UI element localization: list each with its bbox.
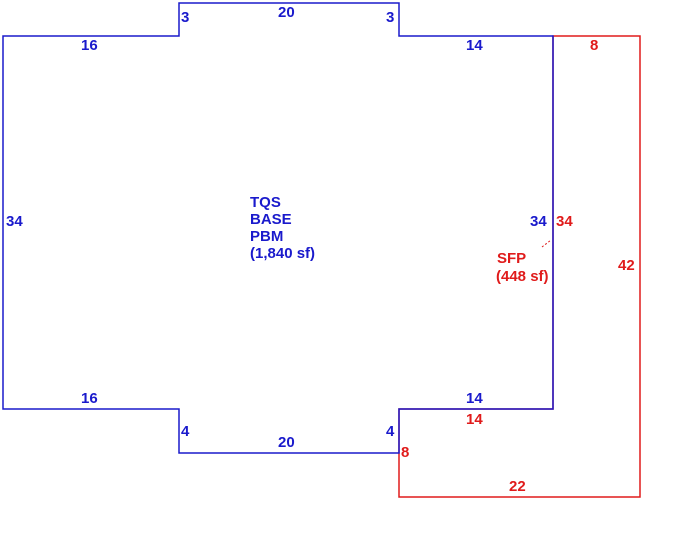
dim-base-bottom-left-jog: 4	[181, 423, 190, 440]
dim-base-upper-right: 14	[466, 37, 483, 54]
dim-addition-outer-side: 42	[618, 257, 635, 274]
addition-label-leader	[541, 239, 552, 248]
base-area-name: TQS	[250, 194, 281, 211]
base-area-type: BASE	[250, 211, 292, 228]
dim-addition-step: 8	[401, 444, 409, 461]
dim-base-top: 20	[278, 4, 295, 21]
dim-base-lower-right: 14	[466, 390, 483, 407]
addition-area-size: (448 sf)	[496, 268, 549, 285]
dim-base-top-left-jog: 3	[181, 9, 189, 26]
dim-addition-top: 8	[590, 37, 598, 54]
base-area-size: (1,840 sf)	[250, 245, 315, 262]
addition-area-code: SFP	[497, 250, 526, 267]
dim-addition-inner-side: 34	[556, 213, 573, 230]
dim-addition-inner-bottom: 14	[466, 411, 483, 428]
dim-addition-bottom: 22	[509, 478, 526, 495]
dim-base-bottom-right-jog: 4	[386, 423, 395, 440]
base-area-code: PBM	[250, 228, 283, 245]
dim-base-upper-left: 16	[81, 37, 98, 54]
dim-base-lower-left: 16	[81, 390, 98, 407]
dim-base-bottom: 20	[278, 434, 295, 451]
dim-base-left: 34	[6, 213, 23, 230]
dim-base-top-right-jog: 3	[386, 9, 394, 26]
dim-base-right: 34	[530, 213, 547, 230]
addition-area-label: SFP (448 sf)	[496, 250, 549, 285]
base-outline	[2, 2, 554, 454]
base-area-label: TQS BASE PBM (1,840 sf)	[250, 194, 315, 262]
